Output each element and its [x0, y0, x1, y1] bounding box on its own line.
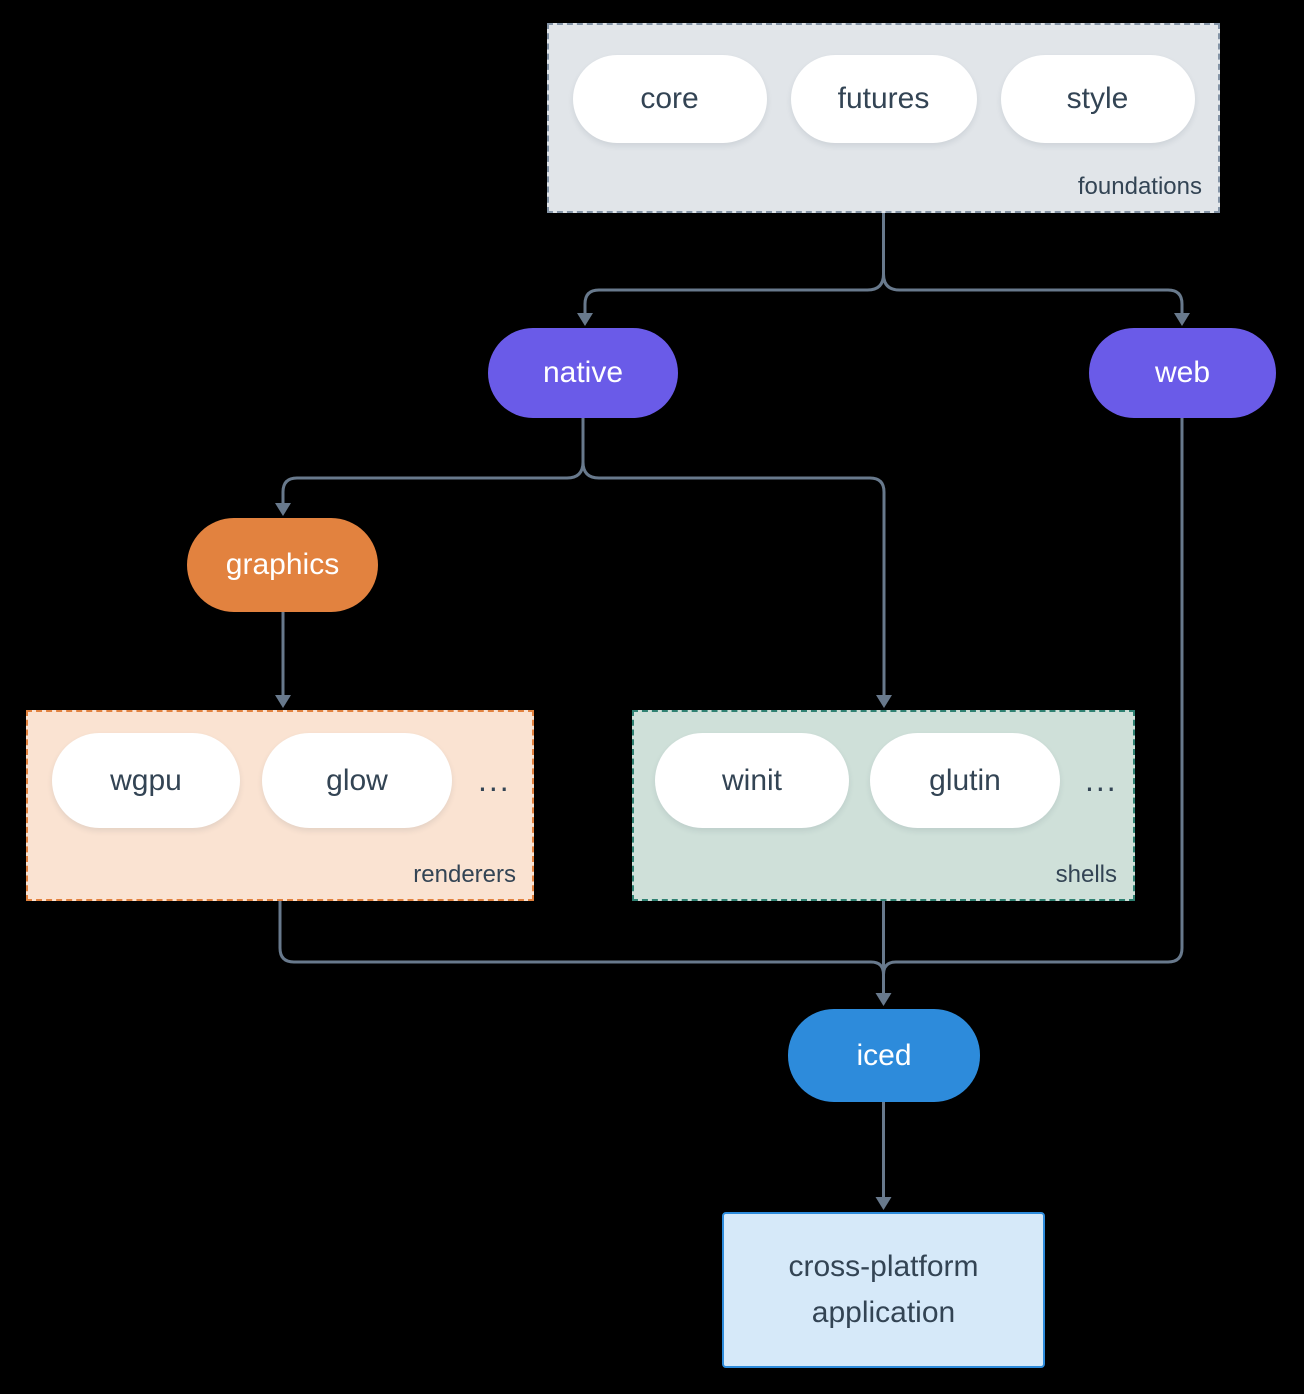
pill-wgpu-label: wgpu: [110, 763, 182, 797]
application-line2: application: [811, 1296, 956, 1329]
edge-foundations-native: [583, 273, 885, 313]
shells-ellipsis: ...: [1085, 762, 1118, 798]
node-web: web: [1089, 328, 1276, 418]
edge-renderers-merge: [278, 901, 885, 975]
node-iced: iced: [788, 1009, 980, 1102]
pill-core: core: [572, 55, 767, 143]
edge-foundations-web: [882, 273, 1184, 313]
node-graphics: graphics: [187, 518, 378, 612]
shells-group: winit glutin ... shells: [632, 710, 1135, 901]
edge-native-graphics: [281, 461, 585, 503]
node-native: native: [488, 328, 678, 418]
shells-pill-row: winit glutin ...: [655, 733, 1133, 828]
arrowhead-graphics: [275, 503, 291, 516]
node-graphics-label: graphics: [225, 548, 340, 581]
pill-style: style: [1000, 55, 1195, 143]
pill-style-label: style: [1066, 82, 1129, 115]
pill-winit: winit: [655, 733, 849, 828]
pill-glutin-label: glutin: [929, 763, 1001, 797]
arrowhead-iced: [875, 993, 892, 1006]
pill-glutin: glutin: [870, 733, 1060, 828]
foundations-group-label: foundations: [1077, 173, 1202, 200]
foundations-group: core futures style foundations: [547, 23, 1220, 213]
pill-futures: futures: [790, 55, 977, 143]
renderers-group-label: renderers: [413, 861, 516, 888]
pill-winit-label: winit: [721, 763, 782, 797]
node-native-label: native: [542, 356, 624, 389]
renderers-pill-row: wgpu glow ...: [52, 733, 532, 828]
foundations-pill-row: core futures style: [549, 55, 1218, 143]
arrowhead-renderers: [275, 695, 291, 708]
pill-glow: glow: [262, 733, 452, 828]
pill-wgpu: wgpu: [52, 733, 240, 828]
pill-glow-label: glow: [326, 763, 388, 797]
application-box: cross-platform application: [722, 1212, 1045, 1368]
node-iced-label: iced: [856, 1038, 912, 1072]
shells-group-label: shells: [1055, 861, 1117, 888]
arrowhead-native: [577, 313, 593, 326]
arrowhead-web: [1174, 313, 1190, 326]
application-line1: cross-platform: [788, 1250, 979, 1283]
renderers-group: wgpu glow ... renderers: [26, 710, 534, 901]
renderers-ellipsis: ...: [478, 762, 511, 798]
arrowhead-shells: [876, 695, 892, 708]
pill-futures-label: futures: [837, 82, 930, 115]
arrowhead-application: [875, 1197, 892, 1210]
edge-native-shells: [581, 461, 886, 695]
node-web-label: web: [1154, 356, 1211, 389]
pill-core-label: core: [640, 82, 699, 115]
